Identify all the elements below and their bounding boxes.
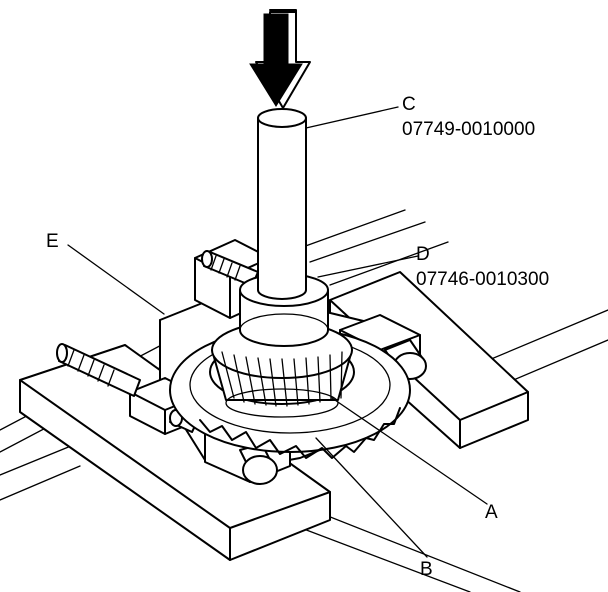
callout-c-letter: C	[402, 94, 416, 115]
callout-c-part-number: 07749-0010000	[402, 119, 535, 140]
callout-b-letter: B	[420, 559, 433, 580]
callout-d-letter: D	[416, 244, 430, 265]
bolt-left	[56, 343, 141, 397]
bolt-back	[201, 250, 259, 287]
callout-d-part-number: 07746-0010300	[416, 269, 549, 290]
callout-a-letter: A	[485, 502, 498, 523]
leader-lines	[67, 106, 488, 558]
driver-07749-0010000	[257, 108, 307, 300]
support-block-left	[19, 344, 331, 561]
rail-right-top	[299, 209, 449, 286]
callout-e-letter: E	[46, 231, 59, 252]
press-arrow-icon	[249, 9, 311, 109]
